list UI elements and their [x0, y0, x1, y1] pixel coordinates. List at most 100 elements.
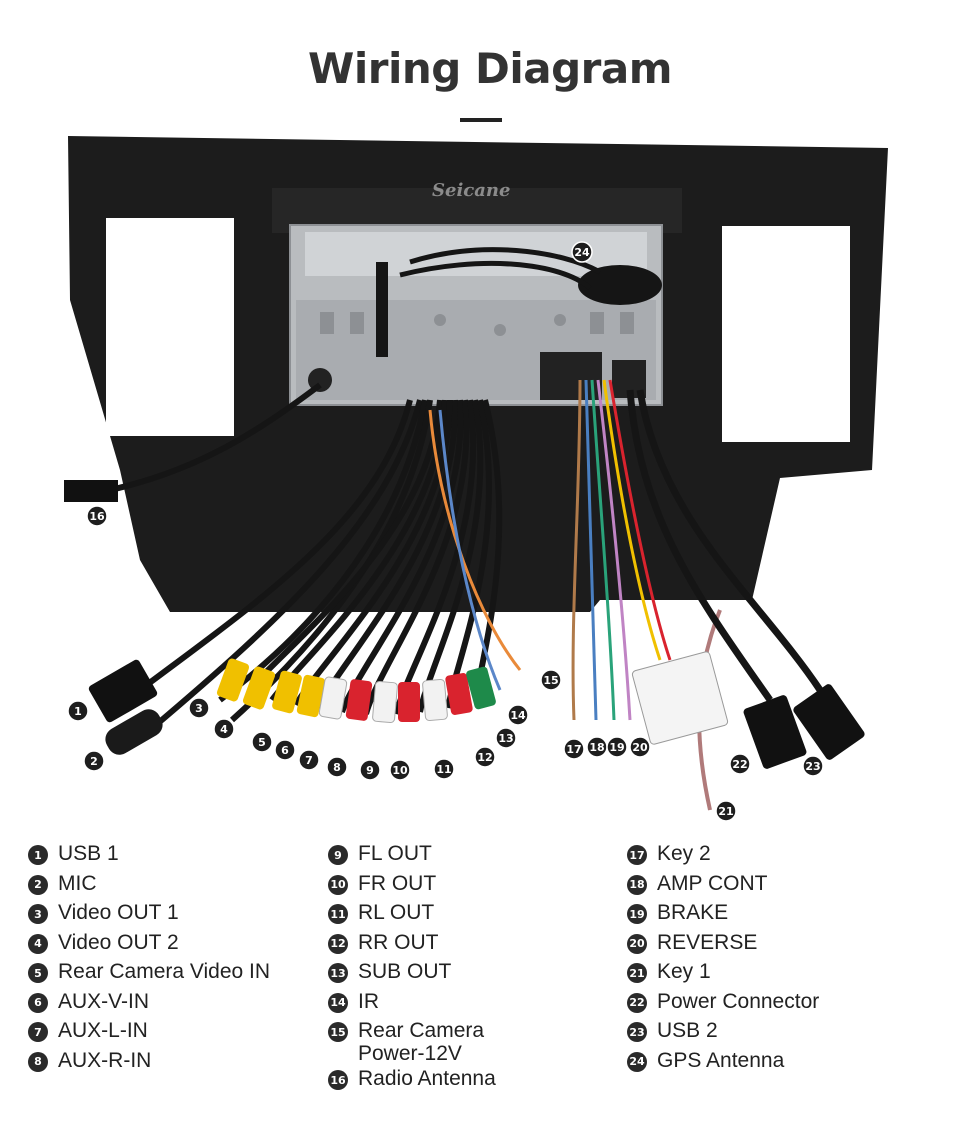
callout-number: 17 [566, 743, 581, 756]
legend-label: FL OUT [358, 842, 432, 865]
callout-circle [86, 505, 108, 527]
callout-marker: 16 [86, 505, 108, 527]
legend-number-badge: 11 [328, 904, 348, 924]
legend-label: REVERSE [657, 930, 758, 954]
callout-marker: 3 [188, 697, 210, 719]
callout-circle [389, 759, 411, 781]
callout-marker: 23 [802, 755, 824, 777]
legend-label: IR [358, 989, 379, 1013]
legend-number-badge: 23 [627, 1022, 647, 1042]
callout-number: 12 [477, 751, 492, 764]
callout-marker: 15 [540, 669, 562, 691]
usb1-connector [88, 659, 158, 723]
callout-marker: 21 [715, 800, 737, 822]
callout-marker: 9 [359, 759, 381, 781]
legend-item: 12 RR OUT [328, 931, 496, 961]
callout-number: 6 [281, 744, 289, 757]
callout-circle [540, 669, 562, 691]
callout-number: 13 [498, 732, 513, 745]
legend-number-badge: 14 [328, 992, 348, 1013]
callout-marker: 14 [507, 704, 529, 726]
legend-number-badge: 6 [28, 992, 48, 1013]
legend-label: USB 1 [58, 842, 119, 865]
legend-label: RR OUT [358, 930, 439, 954]
callout-number: 24 [574, 246, 590, 259]
callout-circle [274, 739, 296, 761]
left-cutout [106, 218, 234, 436]
legend-number-badge: 21 [627, 963, 647, 983]
callout-marker: 19 [606, 736, 628, 758]
callout-circle [571, 241, 593, 263]
title-underline [460, 118, 502, 122]
legend-number-badge: 2 [28, 874, 48, 895]
legend-label: Key 2 [657, 842, 711, 865]
callout-number: 7 [305, 754, 313, 767]
callout-circle [606, 736, 628, 758]
legend-label: FR OUT [358, 871, 437, 895]
legend-label: Video OUT 1 [58, 901, 179, 924]
usb2-connector-b [793, 684, 865, 760]
legend-label: Radio Antenna [358, 1067, 496, 1090]
callout-number: 21 [718, 805, 733, 818]
wiring-photo: Seicane [64, 136, 888, 822]
callout-number: 10 [392, 764, 408, 777]
legend-item: 14 IR [328, 990, 496, 1020]
callout-circle [67, 700, 89, 722]
callout-circle [83, 750, 105, 772]
legend-number-badge: 8 [28, 1051, 48, 1072]
legend-label: Power Connector [657, 989, 820, 1013]
callout-number: 9 [366, 764, 374, 777]
callout-circle [213, 718, 235, 740]
legend-label: AMP CONT [657, 871, 768, 895]
callout-circle [251, 731, 273, 753]
legend-label: BRAKE [657, 901, 729, 924]
legend-number-badge: 15 [328, 1022, 348, 1042]
callout-circle [359, 759, 381, 781]
callout-circle [326, 756, 348, 778]
legend-label: AUX-R-IN [58, 1048, 152, 1072]
radio-antenna-plug [64, 480, 118, 502]
callout-circle [298, 749, 320, 771]
page-title: Wiring Diagram [308, 44, 672, 93]
callout-marker: 4 [213, 718, 235, 740]
legend-label: AUX-L-IN [58, 1019, 148, 1042]
callout-circle [495, 727, 517, 749]
power-connector-plug [631, 651, 729, 745]
callout-circle [629, 736, 651, 758]
callout-circle [715, 800, 737, 822]
legend-number-badge: 19 [627, 904, 647, 924]
callout-number: 8 [333, 761, 341, 774]
legend-number-badge: 24 [627, 1051, 647, 1072]
callout-number: 11 [436, 763, 451, 776]
callout-number: 5 [258, 736, 266, 749]
callout-circle [563, 738, 585, 760]
legend-item: 18 AMP CONT [627, 872, 819, 902]
callout-number: 22 [732, 758, 747, 771]
callout-number: 14 [510, 709, 526, 722]
legend-number-badge: 12 [328, 933, 348, 954]
callout-marker: 1 [67, 700, 89, 722]
callout-marker: 17 [563, 738, 585, 760]
callout-circle [507, 704, 529, 726]
callout-circle [433, 758, 455, 780]
legend-label: Key 1 [657, 960, 711, 983]
legend-number-badge: 10 [328, 874, 348, 895]
legend-number-badge: 18 [627, 874, 647, 895]
callout-marker: 5 [251, 731, 273, 753]
legend-item: 19 BRAKE [627, 901, 819, 931]
